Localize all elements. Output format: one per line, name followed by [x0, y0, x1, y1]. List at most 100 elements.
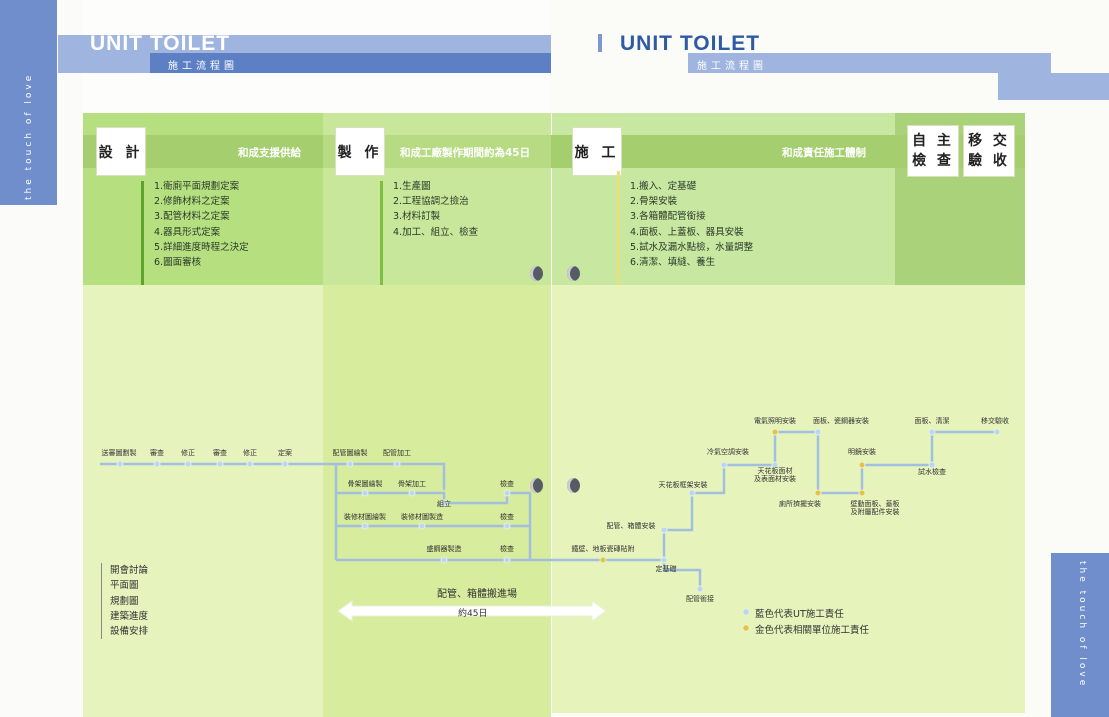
flow-label-n31: 試水檢查: [918, 468, 946, 476]
flow-label-n18: 鐵壁、地板瓷磚貼附: [571, 545, 635, 553]
flow-label-n10: 骨架加工: [398, 480, 426, 488]
flow-label-n30: 面板、清潔: [914, 417, 950, 425]
list-item: 4.面板、上蓋板、器具安裝: [630, 226, 744, 238]
flow-node-n2: [153, 460, 161, 468]
list-item: 設備安排: [110, 626, 149, 638]
phase-make-label: 製 作: [337, 144, 383, 161]
flow-node-n9: [361, 489, 369, 497]
flow-node-n14: [418, 522, 426, 530]
flow-label-n28: 明鏡安裝: [848, 448, 876, 456]
flow-node-n18: [599, 556, 607, 564]
page-subtitle-left: 施工流程圖: [168, 61, 238, 72]
list-item: 5.試水及漏水點檢，水量調整: [630, 241, 754, 253]
flow-label-n16: 盛鋼器製造: [426, 545, 462, 553]
legend-blue-dot: [742, 608, 750, 616]
legend-blue-text: 藍色代表UT施工責任: [755, 609, 844, 620]
arrow-label: 約45日: [458, 609, 488, 619]
header-band-right-step: [998, 73, 1109, 100]
flow-node-n21: [696, 585, 704, 593]
flow-label-n4: 審查: [213, 449, 227, 457]
flow-node-n7: [346, 460, 354, 468]
phase-design-label: 設 計: [98, 144, 144, 161]
page-title-left: UNIT TOILET: [90, 32, 231, 55]
flow-node-n28: [858, 461, 866, 469]
list-item: 6.清潔、填縫、養生: [630, 257, 716, 269]
flow-label-n29: 壁動面板、蓋板 及附屬配件安裝: [850, 500, 900, 516]
list-item: 平面圖: [110, 580, 139, 592]
flow-label-n12: 組立: [437, 500, 451, 508]
list-item: 4.器具形式定案: [154, 226, 221, 238]
flow-node-n31: [928, 461, 936, 469]
flow-node-n1: [116, 460, 124, 468]
flow-node-n11: [503, 489, 511, 497]
flow-label-n3: 修正: [181, 449, 195, 457]
flow-node-n5: [246, 460, 254, 468]
list-item: 3.配管材料之定案: [154, 211, 230, 223]
flow-label-n24: 天花板面材 及表面材安裝: [754, 467, 796, 483]
flow-node-n32: [993, 428, 1001, 436]
lower-zone-right: [552, 285, 1025, 713]
flow-node-n15: [503, 522, 511, 530]
list-item: 1.搬入、定基礎: [630, 181, 697, 192]
lower-zone-middle: [323, 285, 551, 717]
phase-build-note: 和成責任施工體制: [782, 147, 866, 159]
list-item: 規劃圖: [110, 595, 139, 607]
flow-node-n27: [814, 489, 822, 497]
list-item: 6.圖面審核: [154, 257, 202, 269]
flow-line-main: [100, 462, 446, 490]
binder-hole: [530, 478, 543, 493]
arrow-title: 配管、箱體搬進場: [437, 589, 517, 600]
flow-label-n5: 修正: [243, 449, 257, 457]
flow-label-n13: 裝修材圖繪製: [344, 513, 386, 521]
flow-dots: [116, 428, 1001, 593]
flow-line-down: [662, 560, 702, 589]
design-list-bar: [141, 181, 144, 285]
list-item: 建築進度: [110, 610, 149, 622]
page-title-right: UNIT TOILET: [620, 32, 761, 55]
binder-hole: [567, 478, 580, 493]
flow-label-n6: 定案: [278, 449, 292, 457]
list-item: 4.加工、組立、檢查: [393, 226, 479, 238]
left-spine: the touch of love: [0, 0, 57, 205]
flow-node-n17: [503, 556, 511, 564]
flow-node-n23: [720, 461, 728, 469]
flow-node-n3: [184, 460, 192, 468]
flow-node-n16: [440, 556, 448, 564]
header-band-left-inner: [150, 53, 551, 73]
flow-node-n24: [771, 461, 779, 469]
flow-node-n8: [393, 460, 401, 468]
flow-node-n6: [281, 460, 289, 468]
flow-node-n30: [928, 428, 936, 436]
flow-label-n8: 配管加工: [383, 449, 411, 457]
build-list-bar: [617, 171, 620, 285]
phase-inspect-box: 自 主 檢 查: [907, 125, 959, 177]
flow-label-n23: 冷氣空調安裝: [707, 448, 749, 456]
legend-gold-dot: [742, 624, 750, 632]
list-item: 5.詳細進度時程之決定: [154, 241, 249, 253]
arrow-shape: [337, 600, 607, 622]
phase-design-box: 設 計: [96, 127, 146, 176]
flow-label-n19: 定基礎: [655, 565, 677, 573]
phase-strip: [83, 135, 1025, 168]
lower-zone-left: [83, 285, 323, 717]
page-subtitle-right: 施工流程圖: [697, 61, 767, 72]
legend-gold-text: 金色代表相關單位施工責任: [755, 625, 870, 636]
phase-handover-label: 移 交 驗 收: [968, 133, 1010, 169]
list-item: 2.工程協調之撿治: [393, 196, 469, 208]
list-item: 開會討論: [110, 565, 149, 576]
make-list-bar: [380, 181, 383, 285]
flow-label-n22: 天花板框架安裝: [658, 481, 708, 489]
binder-hole: [567, 266, 580, 281]
flow-label-n25: 電氣照明安裝: [754, 417, 796, 425]
header-band-right: [688, 53, 1051, 73]
right-spine: the touch of love: [1051, 553, 1109, 717]
flow-label-n14: 裝修材圖製造: [401, 513, 443, 521]
flow-node-n25: [771, 428, 779, 436]
flow-label-n11: 檢查: [500, 480, 514, 488]
flow-label-n20: 配管、箱體安裝: [606, 522, 656, 530]
flow-label-n21: 配管銜接: [686, 595, 714, 603]
flow-label-n15: 檢查: [500, 513, 514, 521]
flow-label-n26: 面板、瓷鋼器安裝: [813, 417, 869, 425]
